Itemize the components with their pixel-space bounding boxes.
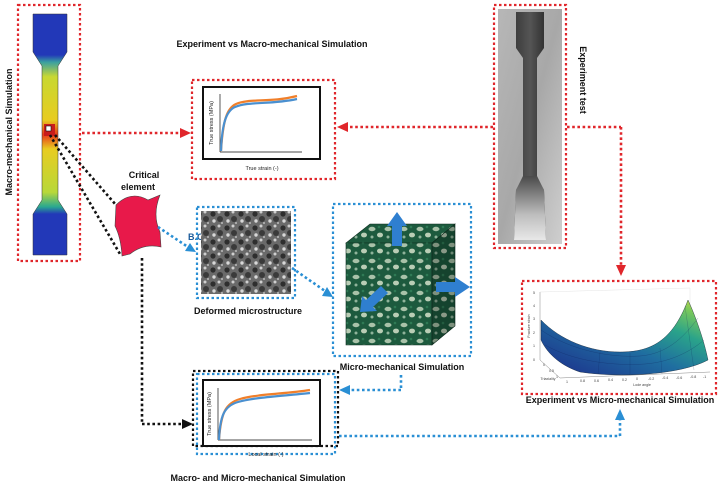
- svg-text:0.4: 0.4: [608, 378, 613, 382]
- experiment-specimen-grip: [514, 176, 546, 240]
- surface-mesh-line-1: [540, 317, 699, 357]
- experiment-test-frame: [492, 3, 568, 250]
- arrow-exp-to-macro-chart-head: [337, 122, 348, 132]
- svg-text:-0.2: -0.2: [648, 377, 654, 381]
- experiment-test-label: Experiment test: [578, 46, 588, 114]
- svg-text:0.5: 0.5: [549, 369, 554, 373]
- critical-element-label-1: Critical: [129, 170, 160, 180]
- surface-z-ticks: 0 1 2 3 4 5: [533, 291, 535, 362]
- surface-x-axis: [539, 359, 561, 379]
- critical-element-label-2: element: [121, 182, 155, 192]
- deformed-micro-label: Deformed microstructure: [194, 306, 302, 316]
- top-chart-ylabel: True stress (MPa): [209, 101, 215, 145]
- macro-micro-label: Macro- and Micro-mechanical Simulation: [170, 473, 345, 483]
- exp-vs-macro-title: Experiment vs Macro-mechanical Simulatio…: [176, 39, 367, 49]
- svg-text:2: 2: [533, 331, 535, 335]
- critical-element-shape: [114, 194, 162, 257]
- arrow-micro-to-cube-head: [322, 287, 333, 297]
- svg-text:-0.8: -0.8: [690, 375, 696, 379]
- svg-text:-1: -1: [703, 375, 706, 379]
- arrow-exp-to-surface-head: [616, 265, 626, 276]
- surface-mesh-line-2: [544, 339, 705, 365]
- macro-sim-frame: [16, 3, 82, 263]
- svg-text:0.2: 0.2: [622, 378, 627, 382]
- surface-x-ticks: 0 0.5 1: [543, 363, 558, 379]
- zoom-line-lower: [48, 134, 122, 255]
- svg-text:5: 5: [533, 291, 535, 295]
- bottom-chart-frame: [202, 379, 321, 447]
- arrow-cube-to-bottom-head: [339, 385, 350, 395]
- macro-micro-frame-inner: [195, 372, 337, 456]
- cube-load-arrow-right: [436, 277, 470, 297]
- top-chart-xlabel: True strain (-): [245, 166, 278, 172]
- fracture-surface: [540, 299, 709, 376]
- surface-y-ticks: 1 0.8 0.6 0.4 0.2 0 -0.2 -0.4 -0.6 -0.8 …: [566, 375, 706, 384]
- top-chart-frame: [202, 86, 321, 160]
- cube-load-arrow-diagonal: [360, 286, 388, 312]
- arrow-critical-to-micro-head: [185, 243, 196, 252]
- surface-xlabel: Triaxiality: [540, 377, 555, 381]
- arrow-micro-to-cube-line: [291, 266, 326, 293]
- critical-element-marker: [45, 125, 52, 132]
- surface-back-grid: [539, 287, 691, 293]
- bottom-chart-micro-curve: [217, 391, 311, 441]
- bottom-chart-ylabel: True stress (MPa): [207, 392, 213, 436]
- deformed-micro-frame: [195, 205, 297, 300]
- svg-text:4: 4: [533, 304, 535, 308]
- svg-text:1: 1: [533, 344, 535, 348]
- cube-load-arrow-up: [387, 212, 407, 246]
- top-chart-simulation-curve: [219, 97, 298, 152]
- svg-text:0.6: 0.6: [594, 379, 599, 383]
- svg-text:-0.6: -0.6: [676, 376, 682, 380]
- exp-vs-micro-label: Experiment vs Micro-mechanical Simulatio…: [526, 395, 715, 405]
- svg-text:1: 1: [566, 380, 568, 384]
- macro-sim-label: Macro-mechanical Simulation: [4, 68, 14, 195]
- arrow-critical-to-micro-line: [157, 225, 189, 249]
- surface-zlabel: Fracture strain: [527, 314, 531, 337]
- micro-sim-label: Micro-mechanical Simulation: [340, 362, 465, 372]
- arrow-critical-to-bottom-head: [182, 419, 193, 429]
- surface-ylabel: Lode angle: [633, 383, 651, 387]
- svg-text:1: 1: [556, 375, 558, 379]
- cube-front-face: [345, 242, 433, 346]
- svg-text:0.8: 0.8: [580, 379, 585, 383]
- svg-text:0: 0: [543, 363, 545, 367]
- svg-text:0: 0: [533, 358, 535, 362]
- svg-text:3: 3: [533, 317, 535, 321]
- arrow-macro-to-chart-head: [180, 128, 191, 138]
- exp-vs-macro-frame: [190, 78, 337, 181]
- bc-label: B.C.: [188, 232, 206, 242]
- sem-micrograph: [201, 211, 291, 294]
- bottom-chart-xlabel: Local strain (-): [248, 452, 283, 458]
- svg-text:-0.4: -0.4: [662, 376, 668, 380]
- arrow-bottom-to-surface-head: [615, 409, 625, 420]
- exp-vs-micro-frame: [520, 279, 718, 396]
- svg-text:0: 0: [636, 377, 638, 381]
- surface-mesh-line-3: [597, 305, 695, 375]
- surface-y-axis: [559, 371, 711, 379]
